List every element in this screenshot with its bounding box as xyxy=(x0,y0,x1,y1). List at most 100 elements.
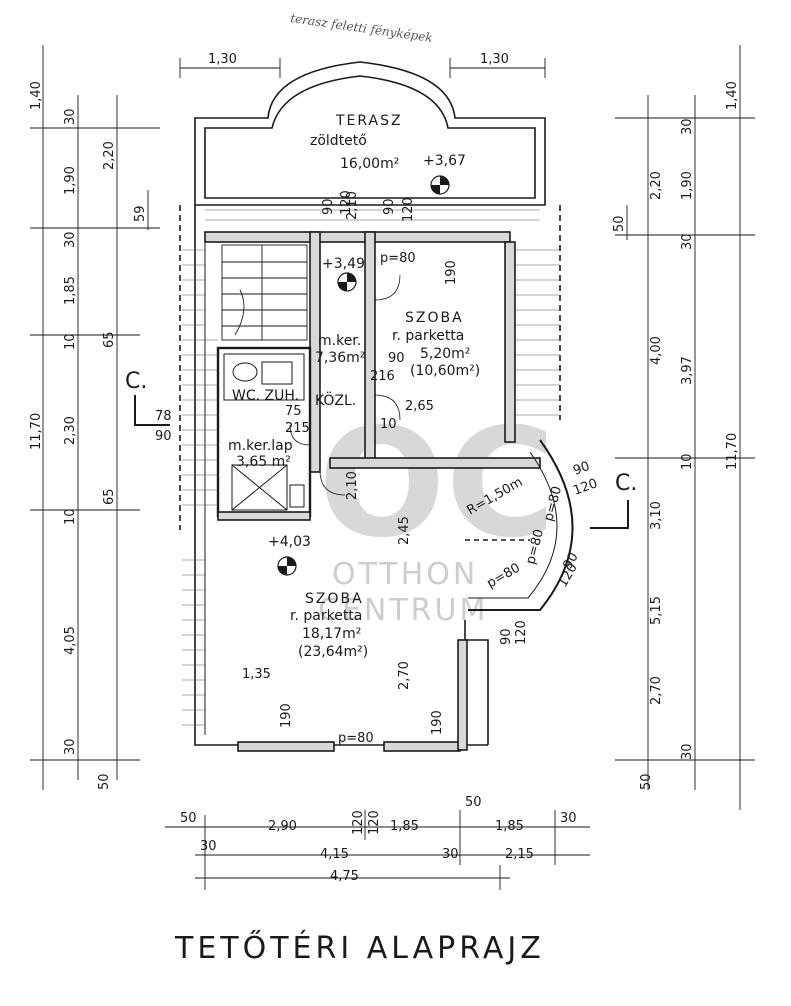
dim-left-mid-8: 4,05 xyxy=(63,626,78,655)
dim-int-32: 2,10 xyxy=(345,191,360,220)
dim-right-outer-1: 1,40 xyxy=(725,81,740,110)
dim-int-9: 2,65 xyxy=(405,399,434,414)
level-marker-big-room xyxy=(277,556,297,576)
terrace-level: +3,67 xyxy=(423,153,466,169)
dim-left-mid-5: 10 xyxy=(63,333,78,350)
toilet-icon xyxy=(232,362,258,382)
terrace-area: 16,00m² xyxy=(340,156,399,172)
dim-left-inner-2: 65 xyxy=(102,331,117,348)
room-big-name: SZOBA xyxy=(305,591,364,607)
dim-left-mid-6: 2,30 xyxy=(63,416,78,445)
dim-right-mid-7: 5,15 xyxy=(649,596,664,625)
dim-int-31: 120 xyxy=(514,620,529,645)
dim-right-small: 50 xyxy=(612,215,627,232)
dim-int-30: 90 xyxy=(499,628,514,645)
dim-int-29: p=80 xyxy=(338,731,374,746)
dim-int-23: 90 xyxy=(560,550,581,572)
dim-bottom-1-f: 50 xyxy=(465,795,482,810)
dim-right-mid-1: 30 xyxy=(680,118,695,135)
dim-right-outer-2: 11,70 xyxy=(725,433,740,470)
dim-int-4: 120 xyxy=(401,197,416,222)
room-small-name: SZOBA xyxy=(405,310,464,326)
dim-bottom-1-h: 30 xyxy=(560,811,577,826)
dim-bottom-1-d: 120 xyxy=(367,810,382,835)
dim-int-3: 90 xyxy=(382,198,397,215)
bath-floor-area: 3,65 m² xyxy=(236,454,291,470)
dim-left-mid-3: 30 xyxy=(63,231,78,248)
dim-left-mid-7: 10 xyxy=(63,508,78,525)
sink-icon xyxy=(261,361,293,385)
room-big-area: 18,17m² xyxy=(302,626,361,642)
dim-int-25: 1,35 xyxy=(242,667,271,682)
watermark-line-1: OTTHON xyxy=(332,557,478,592)
dim-int-11: 215 xyxy=(285,421,310,436)
dim-bottom-1-a: 50 xyxy=(180,811,197,826)
dim-left-inner-1: 2,20 xyxy=(102,141,117,170)
dim-int-10: 75 xyxy=(285,404,302,419)
staircase xyxy=(221,244,308,341)
room-small-area2: (10,60m²) xyxy=(410,363,480,379)
room-small-area: 5,20m² xyxy=(420,346,470,362)
dim-right-mid-8: 2,70 xyxy=(649,676,664,705)
dim-left-mid-1: 30 xyxy=(63,108,78,125)
big-room-level: +4,03 xyxy=(268,534,311,550)
bath-sub: KÖZL. xyxy=(315,391,356,409)
door-swings xyxy=(289,274,401,496)
hallway-name: m.ker. xyxy=(318,333,361,349)
dim-right-mid-3: 30 xyxy=(680,233,695,250)
dim-int-2: 120 xyxy=(339,190,354,215)
stair-level: +3,49 xyxy=(322,256,365,272)
room-small-floor: r. parketta xyxy=(392,328,464,344)
dim-top-left: 1,30 xyxy=(208,52,237,67)
bathroom-fixtures xyxy=(231,361,305,511)
dim-left-mid-10: 50 xyxy=(97,773,112,790)
dim-int-8: 216 xyxy=(370,369,395,384)
section-lines xyxy=(134,395,629,529)
dim-int-26: 190 xyxy=(279,703,294,728)
dimension-lines xyxy=(30,45,755,890)
dim-right-inner-1: 2,20 xyxy=(649,171,664,200)
dim-left-mid-4: 1,85 xyxy=(63,276,78,305)
dim-left-mid-9: 30 xyxy=(63,738,78,755)
dim-bottom-2-b: 4,15 xyxy=(320,847,349,862)
dim-right-inner-2: 4,00 xyxy=(649,336,664,365)
room-big-floor: r. parketta xyxy=(290,608,362,624)
dim-int-12: 10 xyxy=(380,417,397,432)
dim-bottom-3: 4,75 xyxy=(330,869,359,884)
dim-int-6: p=80 xyxy=(380,251,416,266)
level-marker-stair xyxy=(337,272,357,292)
dim-int-27: 2,70 xyxy=(397,661,412,690)
roof-hatching xyxy=(182,209,560,726)
dim-int-15: 2,10 xyxy=(345,471,360,500)
bath-name: WC. ZUH. xyxy=(232,388,299,404)
level-markers xyxy=(277,175,450,576)
terrace-name: TERASZ xyxy=(335,113,403,129)
dim-bottom-1-e: 1,85 xyxy=(390,819,419,834)
dim-bottom-2-a: 30 xyxy=(200,839,217,854)
dim-int-13: 78 xyxy=(155,409,172,424)
room-big-area2: (23,64m²) xyxy=(298,644,368,660)
dim-bottom-1-g: 1,85 xyxy=(495,819,524,834)
dim-bottom-2-c: 30 xyxy=(442,847,459,862)
hallway-area: 7,36m² xyxy=(315,350,365,366)
dim-left-outer-2: 11,70 xyxy=(29,413,44,450)
dim-top-right: 1,30 xyxy=(480,52,509,67)
dim-right-mid-4: 3,97 xyxy=(680,356,695,385)
handwritten-note: terasz feletti fényképek xyxy=(290,11,434,45)
dim-bottom-1-b: 2,90 xyxy=(268,819,297,834)
level-marker-terrace xyxy=(430,175,450,195)
dim-int-16: 2,45 xyxy=(397,516,412,545)
dim-int-22: 120 xyxy=(571,476,599,499)
dim-int-7: 90 xyxy=(388,351,405,366)
dim-int-5: 190 xyxy=(444,260,459,285)
dim-left-inner-3: 65 xyxy=(102,488,117,505)
dim-bottom-1-c: 120 xyxy=(351,810,366,835)
dim-bottom-2-d: 2,15 xyxy=(505,847,534,862)
drawing-title: TETŐTÉRI ALAPRAJZ xyxy=(174,929,545,966)
dim-int-21: 90 xyxy=(571,459,592,479)
watermark-line-2: CENTRUM xyxy=(318,593,488,628)
dim-int-28: 190 xyxy=(430,710,445,735)
watermark-logo-letters: OC xyxy=(318,397,556,571)
dim-right-mid-2: 1,90 xyxy=(680,171,695,200)
